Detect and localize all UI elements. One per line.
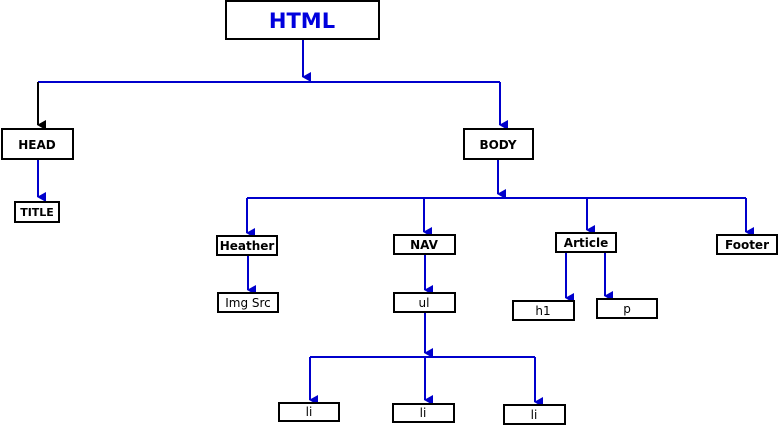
node-img-src-label: Img Src — [225, 296, 271, 310]
node-p-label: p — [623, 302, 631, 316]
node-html-label: HTML — [269, 9, 335, 33]
node-li-3-label: li — [531, 408, 538, 422]
node-title-label: TITLE — [20, 206, 54, 219]
node-title: TITLE — [14, 201, 60, 223]
node-h1: h1 — [512, 300, 575, 321]
node-li-3: li — [503, 404, 566, 425]
node-footer: Footer — [716, 234, 778, 255]
node-li-2: li — [392, 403, 455, 423]
node-html: HTML — [225, 0, 380, 40]
node-body-label: BODY — [479, 138, 516, 152]
node-li-1-label: li — [306, 405, 313, 419]
node-li-1: li — [278, 402, 340, 422]
node-h1-label: h1 — [535, 304, 550, 318]
node-heather-label: Heather — [220, 239, 275, 253]
node-head-label: HEAD — [18, 138, 56, 152]
node-head: HEAD — [1, 128, 74, 160]
node-ul-label: ul — [419, 296, 430, 310]
node-li-2-label: li — [420, 406, 427, 420]
connectors — [37, 39, 754, 407]
node-body: BODY — [463, 128, 534, 160]
node-p: p — [596, 298, 658, 319]
node-article: Article — [555, 232, 617, 253]
node-nav-label: NAV — [410, 238, 439, 252]
node-ul: ul — [393, 292, 456, 313]
node-nav: NAV — [393, 234, 456, 255]
node-footer-label: Footer — [725, 238, 769, 252]
node-heather: Heather — [216, 235, 278, 256]
node-img-src: Img Src — [217, 292, 279, 313]
node-article-label: Article — [564, 236, 608, 250]
